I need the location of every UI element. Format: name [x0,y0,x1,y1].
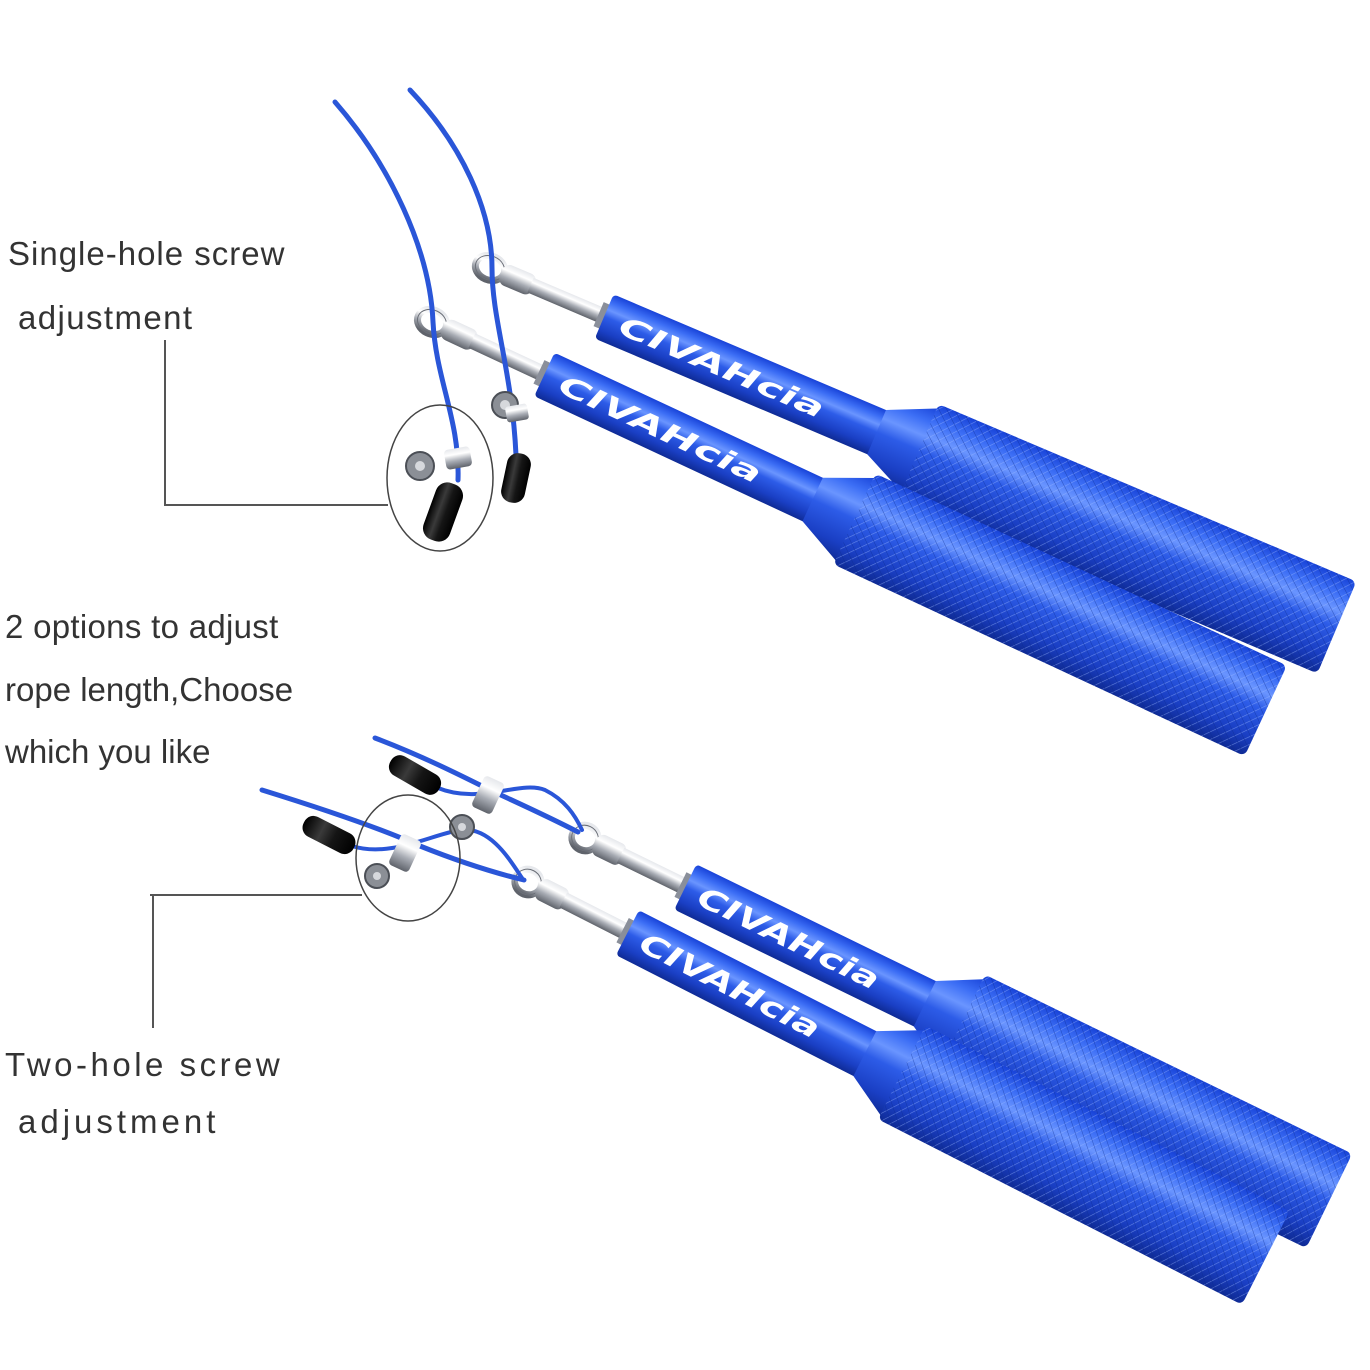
screw-nut-center [373,872,381,880]
cable-end-cap [422,482,464,542]
steel-cable-upper [372,735,581,835]
top-rear-handle: CIVAHcia [457,216,1357,673]
cable-clamp [505,403,529,423]
options-text-line-2: rope length,Choose [5,671,294,708]
cable-clamp [444,446,472,470]
steel-cable-left [332,99,461,483]
two-hole-callout-circle [355,794,461,922]
two-hole-label-line-2: adjustment [18,1103,220,1140]
single-hole-label-line-1: Single-hole screw [8,235,286,272]
screw-nut-center [458,823,466,831]
single-hole-callout-line [164,340,388,506]
cable-end-cap [501,453,531,503]
bottom-rear-handle: CIVAHcia [550,785,1352,1248]
two-hole-label-line-1: Two-hole screw [5,1046,284,1083]
cable-clamp [472,776,504,814]
single-hole-label-line-2: adjustment [18,299,194,336]
handle-body [550,785,1352,1248]
cable-end-cap [388,755,442,795]
single-hole-callout-circle [386,404,494,552]
steel-cable-right [407,87,519,458]
steel-cable-upper-loop [436,785,584,832]
cable-clamp [389,834,421,872]
screw-nut-center [415,461,425,471]
options-text-line-3: which you like [5,733,211,770]
options-text-line-1: 2 options to adjust [5,608,279,645]
handle-body [457,216,1357,673]
cable-end-cap [302,815,356,855]
